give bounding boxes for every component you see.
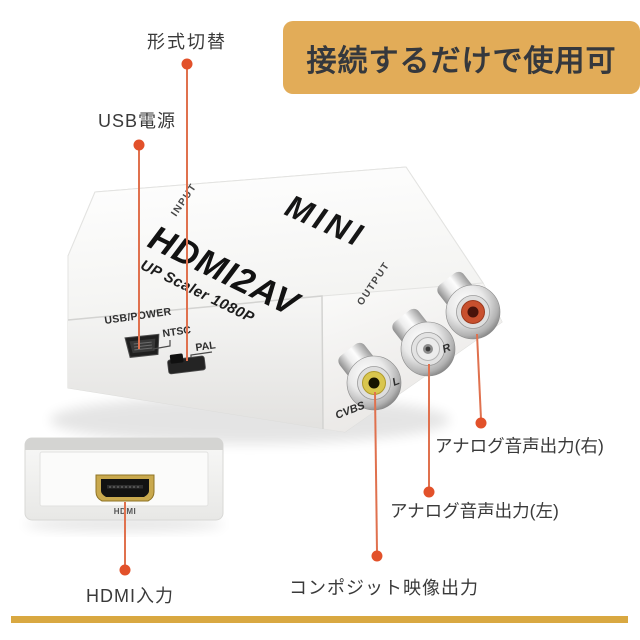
label-analog-audio-right: アナログ音声出力(右)	[435, 436, 604, 456]
rca-connector-white-l	[392, 308, 456, 377]
ntsc-bracket	[152, 340, 171, 350]
converter-device-side-view: HDMI	[24, 437, 224, 521]
promo-banner-text: 接続するだけで使用可	[306, 44, 617, 78]
callout-dot-format-switch	[181, 58, 193, 70]
label-usb-power: USB電源	[97, 111, 177, 131]
audio-r-text: R	[441, 342, 453, 356]
ntsc-pal-switch	[167, 353, 206, 375]
label-hdmi-input: HDMI入力	[86, 586, 174, 606]
callout-dot-audio-left	[423, 486, 435, 498]
mini-usb-port	[124, 333, 160, 358]
rca-connector-yellow-cvbs	[338, 342, 402, 411]
ntsc-text: NTSC	[162, 324, 192, 340]
callout-dot-audio-right	[475, 417, 487, 429]
rca-connector-red-r	[437, 271, 501, 340]
audio-l-text: L	[391, 375, 402, 389]
callout-dot-usb-power	[133, 139, 145, 151]
side-device-top-edge	[25, 438, 223, 450]
audio-l-print: L	[391, 375, 402, 389]
device-edge-seam	[67, 295, 324, 430]
callout-line-audio-right	[476, 333, 482, 420]
callout-lines	[124, 66, 482, 566]
audio-r-print: R	[441, 342, 453, 356]
pal-print: PAL	[195, 339, 217, 354]
label-composite-video-output: コンポジット映像出力	[289, 578, 479, 598]
pal-text: PAL	[195, 339, 217, 354]
label-format-switch: 形式切替	[147, 32, 227, 52]
hdmi-port	[95, 474, 155, 502]
callout-dot-hdmi-input	[119, 564, 131, 576]
callout-dots	[119, 58, 487, 576]
label-analog-audio-left: アナログ音声出力(左)	[390, 501, 559, 521]
converter-device: MINI HDMI2AV UP Scaler 1080P INPUT OUTPU…	[67, 166, 503, 433]
bottom-divider-bar	[11, 616, 628, 623]
promo-banner: 接続するだけで使用可	[283, 21, 640, 94]
ntsc-print: NTSC	[162, 324, 192, 340]
device-front-face	[68, 296, 345, 432]
callout-dot-composite	[371, 550, 383, 562]
callout-line-composite	[374, 391, 378, 553]
